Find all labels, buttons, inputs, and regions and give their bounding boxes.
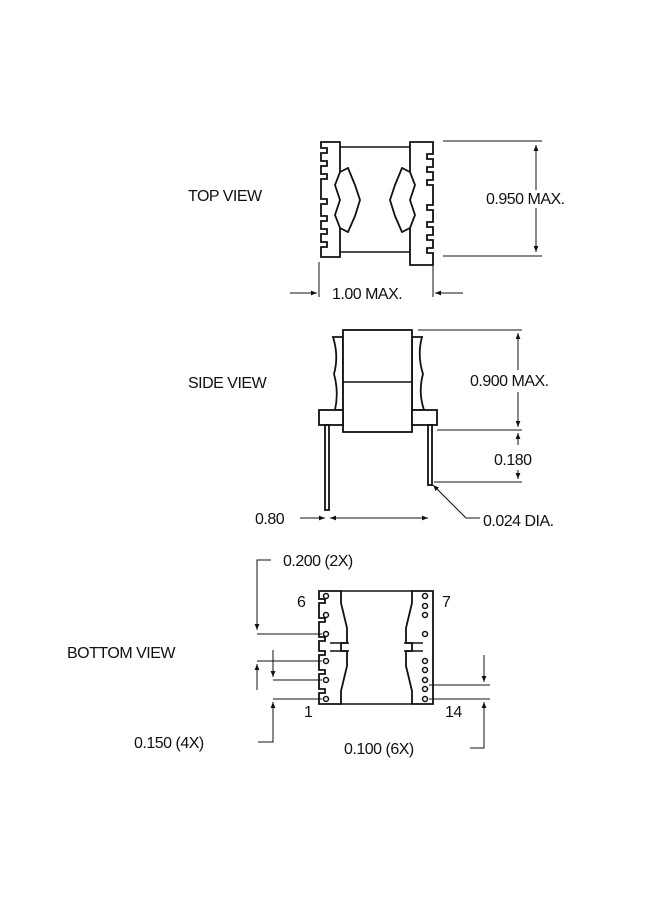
bottom-right-bracket <box>405 590 434 705</box>
side-view-label: SIDE VIEW <box>188 375 268 392</box>
pin-6-label: 6 <box>297 594 306 611</box>
core-body <box>342 329 413 433</box>
side-height-dim: 0.900 MAX. <box>470 373 549 390</box>
right-bracket <box>409 141 434 266</box>
pin-left <box>324 424 330 511</box>
top-view-label: TOP VIEW <box>188 188 263 205</box>
pin-spacing-dim: 0.80 <box>255 511 285 528</box>
top-width-dim: 1.00 MAX. <box>332 286 402 303</box>
bottom-view-label: BOTTOM VIEW <box>67 645 176 662</box>
pitch-group-dim: 0.200 (2X) <box>283 553 353 570</box>
right-clip <box>389 166 416 234</box>
pin-right <box>427 424 433 486</box>
pitch-right-dim: 0.100 (6X) <box>344 741 414 758</box>
pin-14-label: 14 <box>445 704 462 721</box>
top-view: TOP VIEW 0.950 MAX. 1.00 MAX. <box>188 140 565 303</box>
bottom-left-bracket <box>318 590 348 705</box>
pin-length-dim: 0.180 <box>494 452 532 469</box>
left-clip <box>334 166 361 234</box>
pin-1-label: 1 <box>304 704 313 721</box>
pin-dia-dim: 0.024 DIA. <box>483 513 554 530</box>
top-height-dim: 0.950 MAX. <box>486 191 565 208</box>
pitch-left-dim: 0.150 (4X) <box>134 735 204 752</box>
left-bracket <box>320 141 341 258</box>
pin-7-label: 7 <box>442 594 451 611</box>
bottom-view: BOTTOM VIEW 6 7 1 14 0.200 (2X) 0.150 (4… <box>67 553 490 758</box>
side-view: SIDE VIEW 0.900 MAX. 0.180 0.80 0.024 DI… <box>188 329 554 530</box>
